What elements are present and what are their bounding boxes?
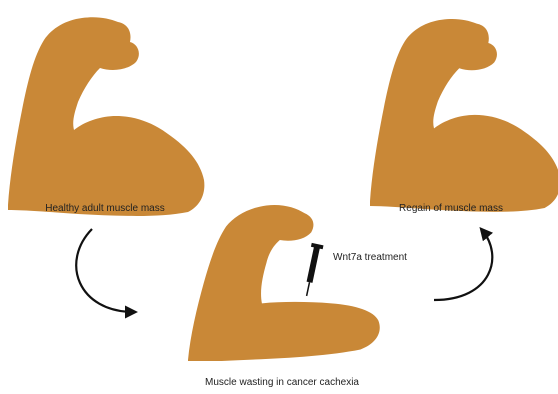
label-treatment: Wnt7a treatment bbox=[333, 252, 407, 263]
syringe-icon bbox=[301, 243, 324, 297]
label-wasting: Muscle wasting in cancer cachexia bbox=[205, 377, 359, 388]
healthy-arm bbox=[8, 17, 204, 216]
label-healthy: Healthy adult muscle mass bbox=[45, 203, 165, 214]
regain-arm bbox=[370, 19, 558, 212]
wasting-arm bbox=[188, 205, 380, 361]
arrow-wasting-to-regain bbox=[434, 230, 492, 300]
label-regain: Regain of muscle mass bbox=[399, 203, 503, 214]
arrow-healthy-to-wasting bbox=[76, 229, 134, 312]
